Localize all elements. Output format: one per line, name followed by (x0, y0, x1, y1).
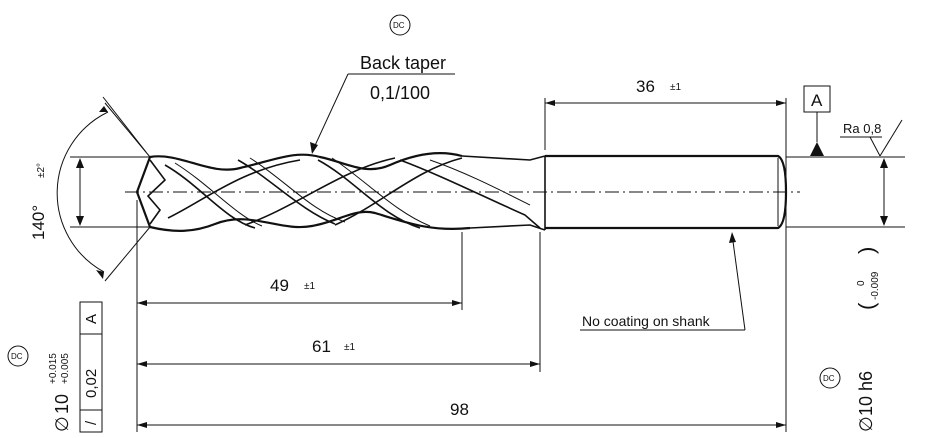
flute-1b (174, 162, 263, 227)
roughness-symbol (840, 119, 903, 157)
dim-61-tol: ±1 (344, 342, 355, 353)
left-tol-lower: +0.005 (60, 353, 71, 384)
dc-right-label: DC (823, 374, 835, 383)
left-diameter-value: 10 (52, 394, 72, 414)
roughness-value: Ra 0,8 (843, 121, 881, 136)
dimension-36 (545, 100, 786, 106)
datum-label: A (811, 91, 823, 110)
angle-dimension (56, 96, 151, 282)
flute-7 (399, 159, 541, 229)
extension-lines (136, 98, 787, 432)
angle-value: 140° (29, 205, 48, 240)
right-diameter-value: 10 h6 (856, 371, 876, 416)
flute-3 (237, 159, 336, 225)
dc-mark-right: DC (819, 367, 841, 389)
dc-mark-top: DC (389, 14, 411, 36)
dim-98-value: 98 (450, 400, 469, 419)
flute-3b (249, 157, 346, 223)
dim-49-value: 49 (270, 276, 289, 295)
angle-tolerance: ±2° (36, 163, 47, 178)
dimension-49 (137, 300, 462, 306)
left-tol-upper: +0.015 (48, 353, 59, 384)
body-top-edge (149, 152, 463, 171)
back-taper-leader (310, 73, 455, 154)
right-diameter-dimension (880, 158, 888, 226)
frame-datum: A (83, 314, 100, 324)
right-diameter-paren-close: ) (854, 247, 879, 254)
dc-left-label: DC (11, 352, 23, 361)
dim-49-tol: ±1 (304, 281, 315, 292)
flute-5b (331, 157, 431, 227)
flute-2 (167, 159, 301, 219)
right-diameter-symbol: ∅ (856, 416, 876, 432)
dimension-98 (137, 422, 786, 428)
left-diameter-dimension (70, 156, 150, 228)
tip-cutting-edge (146, 159, 167, 225)
body-bottom-edge (149, 210, 471, 232)
datum-triangle (810, 142, 824, 156)
neck-outline (461, 155, 546, 231)
flute-7b (429, 159, 531, 206)
dim-61-value: 61 (312, 337, 331, 356)
dimension-61 (137, 361, 540, 367)
drill-body (125, 152, 800, 232)
shank-note: No coating on shank (582, 313, 711, 329)
right-tol-lower: -0.009 (870, 271, 881, 300)
shank-note-leader (580, 232, 746, 331)
tolerance-frame: / 0,02 A (79, 301, 103, 433)
flute-5 (317, 159, 421, 229)
dc-mark-left: DC (7, 345, 29, 367)
back-taper-value: 0,1/100 (370, 83, 430, 103)
flute-4 (244, 157, 396, 226)
frame-value: 0,02 (83, 369, 100, 398)
right-tol-upper: 0 (856, 280, 867, 286)
flute-6 (334, 157, 463, 226)
dim-36-value: 36 (636, 77, 655, 96)
back-taper-label: Back taper (360, 53, 446, 73)
drill-tip (135, 156, 152, 228)
left-diameter-symbol: ∅ (52, 416, 72, 432)
dim-36-tol: ±1 (670, 82, 681, 93)
dc-top-label: DC (393, 21, 405, 30)
right-diameter-paren-open: ( (854, 302, 879, 310)
frame-symbol: / (83, 420, 100, 425)
